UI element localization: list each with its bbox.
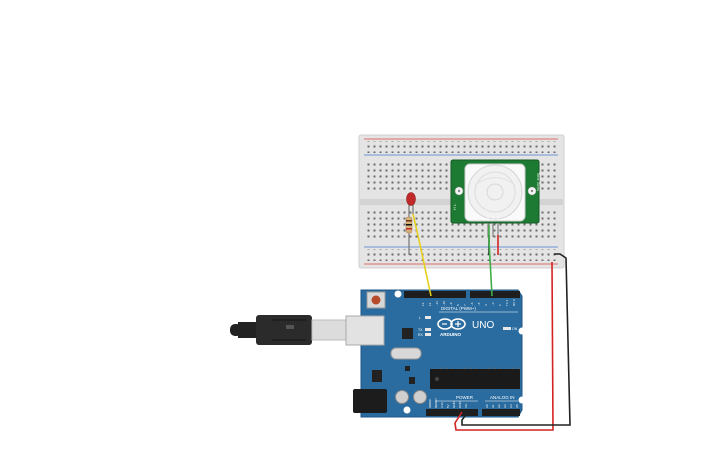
power-pin-label: 3.3V [440,402,444,408]
crystal [390,347,422,360]
wire-red[interactable] [454,261,554,431]
arduino-uno[interactable]: DIGITAL (PWM~) UNO ARDUINO TX RX L ON [345,289,526,418]
analog-pin-label: A4 [509,404,513,408]
digital-pin-label: 12 [428,302,432,306]
digital-pin-label: ~10 [442,301,446,306]
digital-pin-label: ~9 [449,302,453,306]
rx-label: RX [418,333,424,337]
top-power-rail[interactable] [367,141,557,153]
l-led [425,316,431,319]
rx-led [425,333,431,336]
power-pin-label: RESET [434,398,438,408]
led[interactable] [406,192,416,256]
digital-header-right[interactable] [470,291,520,298]
digital-pin-label: ~6 [470,302,474,306]
uno-label: UNO [472,320,494,331]
analog-pin-label: A1 [491,404,495,408]
digital-pin-label: 4 [484,304,488,306]
arduino-logo-icon [437,318,466,330]
analog-pin-label: A2 [497,404,501,408]
arduino-brand-label: ARDUINO [440,332,461,337]
tx-led [425,328,431,331]
digital-pin-label: 8 [456,304,460,306]
reset-button-cap[interactable] [371,295,381,305]
resistor[interactable] [405,216,413,234]
analog-header[interactable] [482,409,520,416]
digital-pin-label: 2 [498,304,502,306]
bottom-power-rail[interactable] [367,249,557,261]
pir-sensor[interactable]: H L Time Sens [450,159,541,237]
digital-pin-label: TX 1 [505,299,509,306]
pir-pin-label: VCC [497,215,500,220]
power-jack[interactable] [353,389,387,413]
usb-chip [402,328,413,339]
capacitor-1 [395,390,409,404]
wire-green[interactable] [488,225,493,297]
pir-pin-label: GND [487,214,490,220]
power-pin-label: Vin [464,403,468,408]
power-header[interactable] [426,409,478,416]
on-label: ON [512,327,518,331]
power-pin-label: IOREF [428,399,432,408]
pir-left-label: H L [452,203,457,210]
digital-pin-label: 13 [421,302,425,306]
digital-pin-label: ~5 [477,302,481,306]
pir-pin-label: OUT [492,214,495,220]
digital-header-left[interactable] [404,291,466,298]
power-label: POWER [456,395,474,400]
power-pin-label: GND [458,401,462,409]
wire-black[interactable] [461,253,571,426]
digital-pin-label: ~11 [435,301,439,306]
pir-dome [467,164,523,220]
analog-label: ANALOG IN [490,395,515,400]
usb-port[interactable] [345,315,385,346]
usb-icon [286,325,294,329]
usb-cable[interactable] [230,315,347,345]
digital-pin-label: RX 0 [512,299,516,306]
pir-right-label: Time Sens [536,172,541,191]
digital-pin-label: ~3 [491,302,495,306]
digital-label: DIGITAL (PWM~) [441,306,476,311]
power-pin-label: GND [452,401,456,409]
capacitor-2 [413,390,427,404]
analog-pin-label: A3 [503,404,507,408]
on-led [503,327,511,330]
regulator [372,370,382,382]
wire-yellow[interactable] [412,213,432,297]
l-label: L [419,316,421,320]
analog-pin-label: A0 [485,404,489,408]
analog-pin-label: A5 [515,404,519,408]
atmega-chip [430,369,520,389]
digital-pin-label: 7 [463,304,467,306]
power-pin-label: 5V [446,404,450,408]
tx-label: TX [418,328,423,332]
